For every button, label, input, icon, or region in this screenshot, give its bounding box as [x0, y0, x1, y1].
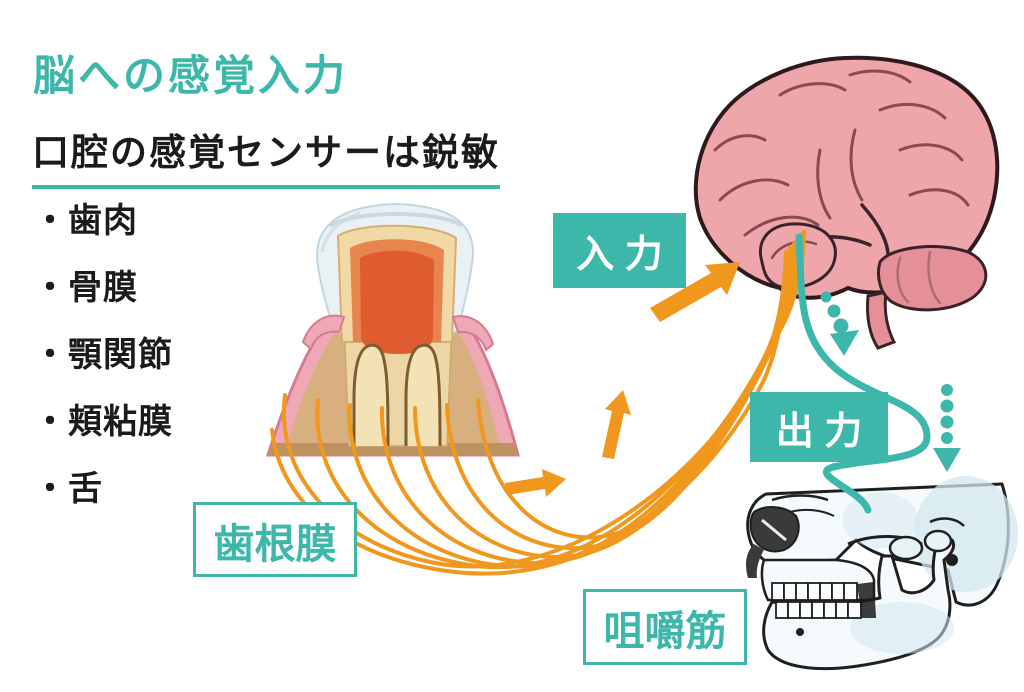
gum-collar-right — [451, 315, 495, 352]
dot — [940, 399, 954, 413]
output-dotted-arrow-skull — [933, 384, 961, 472]
subtitle: 口腔の感覚センサーは鋭敏 — [32, 122, 500, 189]
gum-collar-left — [301, 314, 346, 351]
dotted-arrowhead-icon — [830, 330, 859, 356]
sensor-list-item: ・顎関節 — [33, 336, 173, 374]
nasal-opening — [746, 544, 764, 578]
tooth-root-left — [352, 343, 390, 447]
dot — [940, 415, 954, 429]
jaw-shading — [850, 602, 954, 654]
output-label: 出 力 — [750, 392, 888, 462]
dot — [941, 432, 953, 444]
skull-illustration — [746, 476, 1018, 671]
molar-shadow — [857, 582, 876, 618]
masticatory-muscle-label: 咀嚼筋 — [583, 589, 747, 665]
sensor-list-item: ・歯肉 — [33, 202, 138, 240]
orange-arrow-upright-icon — [650, 262, 740, 322]
periodontal-ligament-label: 歯根膜 — [193, 502, 357, 577]
brain-illustration — [693, 55, 1000, 350]
orange-arrow-right-icon — [505, 469, 566, 497]
temporal-gyrus-line — [770, 240, 818, 260]
orange-arrow-up-icon — [602, 390, 631, 459]
sensor-list-item: ・頬粘膜 — [33, 403, 173, 441]
cerebellum-lines — [896, 250, 942, 305]
output-path-curve — [795, 233, 931, 514]
dot — [820, 291, 832, 303]
dot — [827, 304, 841, 318]
gyri-lines — [713, 69, 970, 237]
cerebellum — [877, 245, 988, 312]
input-label: 入 力 — [553, 213, 686, 288]
dotted-arrowhead-icon — [933, 448, 961, 472]
brow-line — [771, 494, 829, 502]
temporal-line — [929, 517, 965, 527]
tooth-root-right — [404, 343, 442, 447]
mental-foramen — [796, 628, 804, 636]
tmj-condyle — [923, 529, 953, 553]
sensor-list-item: ・舌 — [33, 470, 103, 508]
enamel-shading — [320, 211, 361, 253]
input-direction-arrows — [505, 262, 740, 497]
eye-socket-highlight — [761, 518, 787, 542]
brainstem — [866, 290, 897, 350]
tooth-illustration — [265, 202, 520, 457]
tmj-fossa — [888, 535, 924, 561]
page-title: 脳への感覚入力 — [33, 52, 349, 99]
dot — [941, 384, 953, 396]
sensor-list-item: ・骨膜 — [33, 269, 138, 307]
pulp-chamber — [360, 250, 434, 354]
teeth-rows — [771, 582, 862, 619]
brow-line — [789, 508, 835, 517]
sensor-list: ・歯肉 ・骨膜 ・顎関節 ・頬粘膜 ・舌 — [33, 203, 173, 538]
nerve-fibers — [270, 230, 806, 576]
output-dotted-arrow-brainstem — [820, 291, 859, 356]
skull-shading — [842, 492, 918, 548]
dot — [833, 318, 849, 334]
ear-canal — [946, 554, 958, 566]
